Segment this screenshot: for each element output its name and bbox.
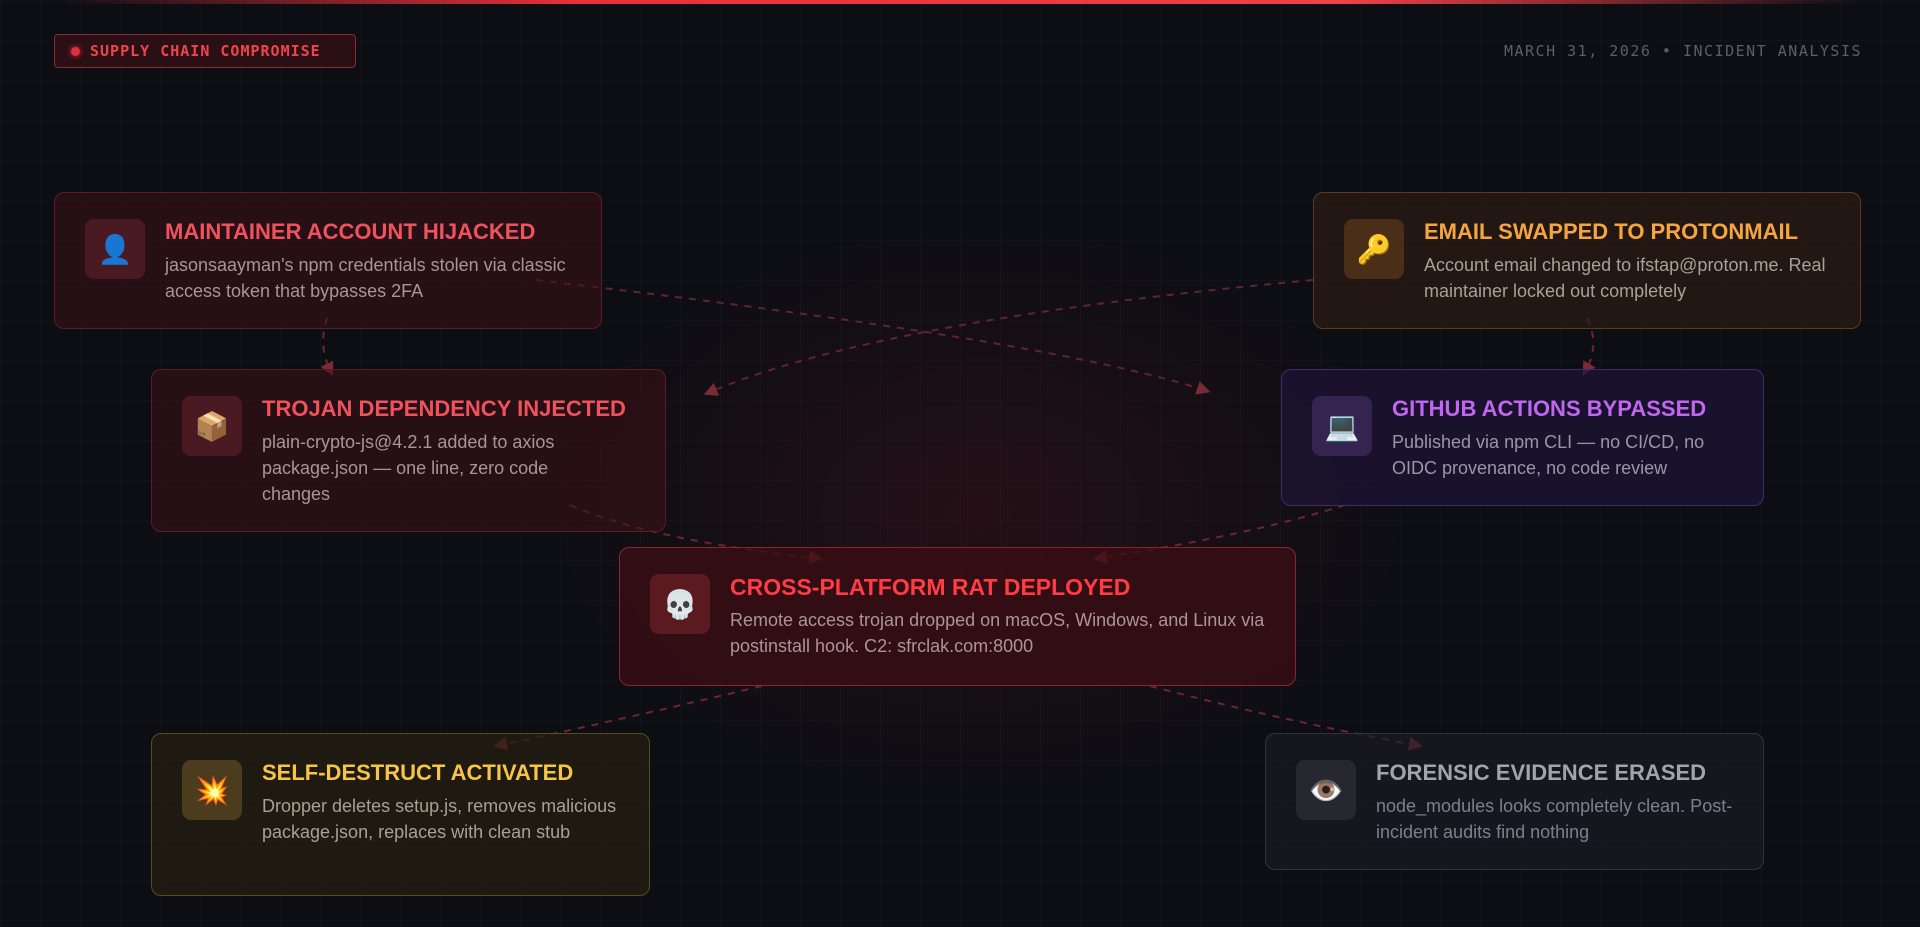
step-description: Published via npm CLI — no CI/CD, no OID… [1392,432,1705,478]
connector-rat-to-forensic [1149,685,1423,751]
step-description: node_modules looks completely clean. Pos… [1376,796,1733,842]
step-title: FORENSIC EVIDENCE ERASED [1376,760,1707,785]
step-card-selfdestruct: 💥 SELF-DESTRUCT ACTIVATED Dropper delete… [151,733,650,896]
eye-icon: 👁️ [1296,760,1356,820]
step-card-maintainer: 👤 MAINTAINER ACCOUNT HIJACKED jasonsaaym… [54,192,602,329]
key-icon: 🔑 [1344,219,1404,279]
step-card-trojan: 📦 TROJAN DEPENDENCY INJECTED plain-crypt… [151,369,666,532]
step-description: plain-crypto-js@4.2.1 added to axios pac… [262,432,555,504]
package-icon: 📦 [182,396,242,456]
category-tag-label: SUPPLY CHAIN COMPROMISE [90,42,321,60]
step-card-github: 💻 GITHUB ACTIONS BYPASSED Published via … [1281,369,1764,506]
top-accent-line [0,0,1920,4]
skull-icon: 💀 [650,574,710,634]
step-description: Account email changed to ifstap@proton.m… [1424,255,1826,301]
step-title: CROSS-PLATFORM RAT DEPLOYED [730,574,1131,600]
step-card-rat: 💀 CROSS-PLATFORM RAT DEPLOYED Remote acc… [619,547,1296,686]
step-title: EMAIL SWAPPED TO PROTONMAIL [1424,219,1799,244]
step-description: jasonsaayman's npm credentials stolen vi… [165,255,566,301]
step-description: Remote access trojan dropped on macOS, W… [730,610,1265,656]
step-title: TROJAN DEPENDENCY INJECTED [262,396,626,421]
category-tag: SUPPLY CHAIN COMPROMISE [54,34,356,68]
laptop-icon: 💻 [1312,396,1372,456]
user-bust-icon: 👤 [85,219,145,279]
step-title: GITHUB ACTIONS BYPASSED [1392,396,1707,421]
connector-rat-to-selfdestruct [493,685,763,751]
step-title: SELF-DESTRUCT ACTIVATED [262,760,574,785]
alert-dot-icon [71,46,80,56]
explosion-icon: 💥 [182,760,242,820]
dateline: MARCH 31, 2026 • INCIDENT ANALYSIS [1503,42,1862,60]
step-card-forensic: 👁️ FORENSIC EVIDENCE ERASED node_modules… [1265,733,1764,870]
connector-email-to-trojan [703,279,1314,396]
step-title: MAINTAINER ACCOUNT HIJACKED [165,219,536,244]
step-card-email: 🔑 EMAIL SWAPPED TO PROTONMAIL Account em… [1313,192,1861,329]
step-description: Dropper deletes setup.js, removes malici… [262,796,617,842]
